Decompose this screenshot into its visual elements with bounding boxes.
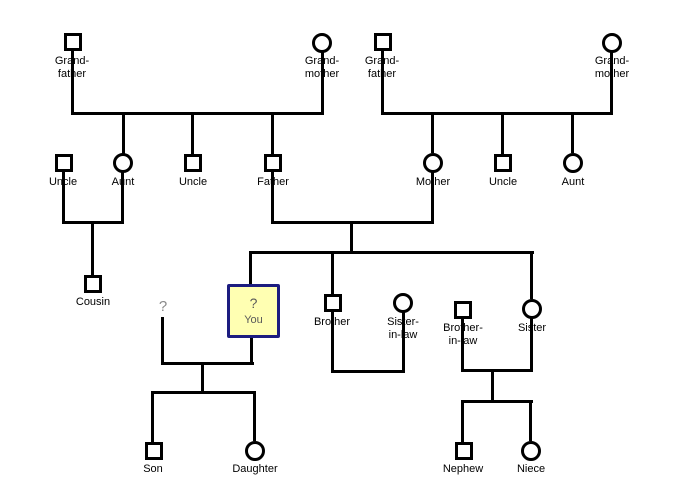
maternal-grandfather-label: Grand- father <box>364 55 400 80</box>
paternal-grandfather-label: Grand- father <box>54 55 90 80</box>
line-sister-children-stem <box>491 369 494 403</box>
maternal-uncle-node[interactable] <box>494 154 512 172</box>
paternal-grandmother-label: Grand- mother <box>304 55 340 80</box>
maternal-grandfather-node[interactable] <box>374 33 392 51</box>
line-you-down <box>250 338 253 365</box>
sister-node[interactable] <box>522 299 542 319</box>
line-drop-brother <box>331 251 334 294</box>
line-unknown-partner-down <box>161 317 164 365</box>
line-uncle-down <box>62 172 65 224</box>
line-sister-children-bar <box>461 400 533 403</box>
brother-in-law-label: Brother- in-law <box>443 322 483 347</box>
line-drop-nephew <box>461 400 464 442</box>
paternal-grandmother-node[interactable] <box>312 33 332 53</box>
line-drop-paternal-aunt <box>122 112 125 154</box>
you-unknown-symbol: ? <box>249 294 258 311</box>
nephew-label: Nephew <box>442 463 484 475</box>
paternal-uncle-label: Uncle <box>178 176 208 188</box>
uncle-by-marriage-label: Uncle <box>48 176 78 188</box>
brother-in-law-node[interactable] <box>454 301 472 319</box>
line-brother-in-law-down <box>461 318 464 372</box>
line-drop-son <box>151 391 154 442</box>
line-maternal-marriage <box>381 112 613 115</box>
daughter-label: Daughter <box>232 463 278 475</box>
mother-node[interactable] <box>423 153 443 173</box>
line-paternal-marriage <box>71 112 324 115</box>
cousin-label: Cousin <box>75 296 111 308</box>
nephew-node[interactable] <box>455 442 473 460</box>
line-drop-mother <box>431 112 434 153</box>
line-maternal-grandfather-down <box>381 51 384 115</box>
line-drop-sister <box>530 251 533 299</box>
paternal-grandfather-node[interactable] <box>64 33 82 51</box>
line-paternal-grandfather-down <box>71 51 74 115</box>
sister-in-law-node[interactable] <box>393 293 413 313</box>
line-maternal-grandmother-down <box>610 52 613 115</box>
line-drop-father <box>271 112 274 154</box>
line-you-children-stem <box>201 362 204 394</box>
line-you-marriage <box>161 362 254 365</box>
maternal-aunt-node[interactable] <box>563 153 583 173</box>
line-sister-down <box>530 318 533 372</box>
paternal-uncle-node[interactable] <box>184 154 202 172</box>
son-label: Son <box>143 463 163 475</box>
paternal-aunt-label: Aunt <box>111 176 135 188</box>
line-aunt-down <box>121 172 124 224</box>
cousin-node[interactable] <box>84 275 102 293</box>
line-drop-you <box>249 251 252 284</box>
sister-label: Sister <box>517 322 547 334</box>
uncle-by-marriage-node[interactable] <box>55 154 73 172</box>
maternal-grandmother-label: Grand- mother <box>594 55 630 80</box>
son-node[interactable] <box>145 442 163 460</box>
line-sister-marriage <box>461 369 533 372</box>
brother-node[interactable] <box>324 294 342 312</box>
mother-label: Mother <box>415 176 451 188</box>
sister-in-law-label: Sister- in-law <box>387 316 419 341</box>
maternal-uncle-label: Uncle <box>488 176 518 188</box>
line-drop-maternal-aunt <box>571 112 574 153</box>
line-drop-daughter <box>253 391 256 441</box>
father-node[interactable] <box>264 154 282 172</box>
line-drop-niece <box>529 400 532 441</box>
father-label: Father <box>257 176 289 188</box>
brother-label: Brother <box>313 316 351 328</box>
line-brother-down <box>331 311 334 373</box>
line-sister-in-law-down <box>402 312 405 373</box>
you-label: You <box>244 313 263 326</box>
maternal-aunt-label: Aunt <box>561 176 585 188</box>
daughter-node[interactable] <box>245 441 265 461</box>
line-marriage-to-siblings <box>350 221 353 254</box>
line-paternal-grandmother-down <box>321 52 324 115</box>
line-mother-down <box>431 172 434 224</box>
line-father-down <box>271 171 274 224</box>
niece-label: Niece <box>516 463 546 475</box>
line-sibling-bar <box>249 251 534 254</box>
line-drop-maternal-uncle <box>501 112 504 154</box>
you-node[interactable]: ? You <box>227 284 280 338</box>
line-drop-paternal-uncle <box>191 112 194 154</box>
line-drop-cousin <box>91 221 94 275</box>
niece-node[interactable] <box>521 441 541 461</box>
maternal-grandmother-node[interactable] <box>602 33 622 53</box>
unknown-partner-node[interactable]: ? <box>158 298 168 315</box>
paternal-aunt-node[interactable] <box>113 153 133 173</box>
line-brother-marriage <box>331 370 405 373</box>
line-you-children-bar <box>151 391 256 394</box>
